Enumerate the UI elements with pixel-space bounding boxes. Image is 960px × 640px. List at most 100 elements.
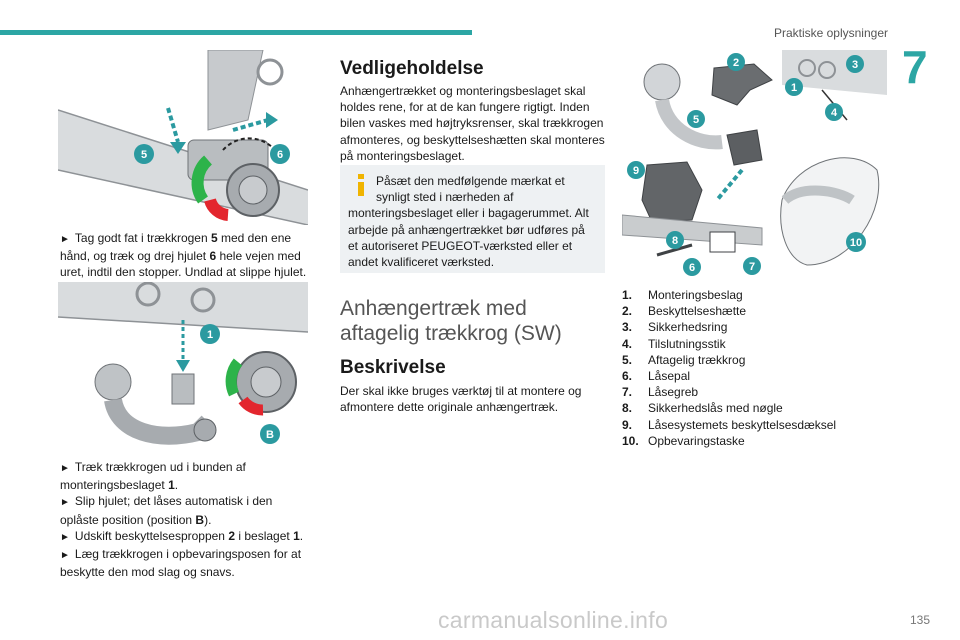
- legend-item: 3. Sikkerhedsring: [622, 319, 892, 335]
- text: Læg trækkrogen i opbevaringsposen for at…: [60, 547, 302, 580]
- legend-label: Låsegreb: [648, 385, 699, 400]
- chapter-number: 7: [902, 41, 928, 93]
- legend-number: 4.: [622, 336, 633, 351]
- triangle-bullet-icon: ►: [60, 550, 70, 562]
- legend-label: Monteringsbeslag: [648, 288, 743, 302]
- marker-1: [785, 78, 803, 96]
- note-text-1: Påsæt den medfølgende mærkat et synligt …: [376, 174, 565, 205]
- instruction-2: ►Træk trækkrogen ud i bunden af monterin…: [60, 459, 308, 580]
- legend-label: Sikkerhedsring: [648, 320, 728, 335]
- heading-maintenance: Vedligeholdelse: [340, 58, 484, 79]
- page-number: 135: [909, 613, 930, 627]
- note-text-2: monteringsbeslaget eller i bagagerummet.…: [348, 206, 589, 270]
- legend-item: 6. Låsepal: [622, 368, 892, 384]
- triangle-bullet-icon: ►: [60, 497, 70, 509]
- text: Tag godt fat i trækkrogen: [74, 231, 211, 245]
- marker-5: [134, 144, 154, 164]
- text: .: [174, 478, 179, 493]
- legend-label: Tilslutningsstik: [648, 336, 726, 351]
- instruction-1: ► Tag godt fat i trækkrogen 5 med den ene…: [60, 230, 308, 281]
- legend-number: 10.: [622, 433, 639, 448]
- legend-label: Låsesystemets beskyttelsesdæksel: [648, 417, 837, 432]
- legend-number: 9.: [622, 417, 633, 432]
- ref-5: 5: [210, 231, 218, 245]
- legend-number: 7.: [622, 385, 633, 400]
- marker-5: [687, 110, 705, 128]
- note-box: Påsæt den medfølgende mærkat et synligt …: [340, 165, 605, 273]
- heading-towbar: Anhængertræk med aftagelig trækkrog (SW): [340, 297, 562, 345]
- text: hele vejen med uret, indtil den stopper.…: [60, 249, 307, 280]
- legend-item: 7. Låsegreb: [622, 384, 892, 400]
- description-text: Der skal ikke bruges værktøj til at mont…: [340, 384, 582, 415]
- maintenance-text: Anhængertrækket og monteringsbeslaget sk…: [340, 84, 605, 163]
- legend-item: 1. Monteringsbeslag: [622, 287, 892, 303]
- legend-number: 8.: [622, 401, 633, 416]
- legend-number: 6.: [622, 369, 633, 384]
- legend-label: Låsepal: [648, 369, 691, 384]
- marker-4-label: 4: [831, 107, 838, 119]
- ref-6: 6: [209, 249, 217, 264]
- marker-3: [846, 55, 864, 73]
- marker-8: [666, 231, 684, 249]
- marker-1: [200, 324, 220, 344]
- marker-1-label: 1: [791, 82, 797, 94]
- text: Udskift beskyttelsesproppen: [74, 528, 229, 543]
- marker-6: [683, 258, 701, 276]
- legend-number: 2.: [622, 304, 633, 319]
- legend-label: Beskyttelseshætte: [648, 304, 747, 319]
- info-icon: [352, 174, 370, 196]
- text: ).: [204, 512, 212, 527]
- legend-item: 10. Opbevaringstaske: [622, 433, 892, 449]
- ref-b: B: [195, 512, 205, 527]
- text: Træk trækkrogen ud i bunden af montering…: [60, 460, 246, 493]
- triangle-bullet-icon: ►: [60, 463, 70, 474]
- legend-item: 5. Aftagelig trækkrog: [622, 352, 892, 368]
- ref-1: 1: [293, 528, 300, 543]
- figure-wheel-turn: 5 6: [58, 50, 308, 225]
- marker-4: [825, 103, 843, 121]
- marker-7: [743, 257, 761, 275]
- legend-label: Sikkerhedslås med nøgle: [648, 401, 783, 416]
- header-accent-bar: [0, 30, 472, 35]
- marker-3-label: 3: [852, 59, 858, 71]
- marker-2-label: 2: [733, 57, 739, 69]
- marker-6: [270, 144, 290, 164]
- marker-6-label: 6: [277, 149, 283, 161]
- text: med den ene hånd, og træk og drej hjulet: [60, 231, 292, 264]
- watermark: carmanualsonline.info: [438, 607, 669, 633]
- running-head: Praktiske oplysninger: [773, 26, 888, 40]
- marker-7-label: 7: [749, 261, 755, 273]
- marker-1-label: 1: [207, 329, 213, 341]
- figure-towbar-components: 2 1 3 4 5 6 7 8 9 10: [622, 50, 887, 278]
- marker-b-label: B: [266, 429, 274, 441]
- marker-5-label: 5: [693, 114, 699, 126]
- legend-label: Opbevaringstaske: [648, 433, 745, 448]
- legend-item: 8. Sikkerhedslås med nøgle: [622, 400, 892, 416]
- heading-description: Beskrivelse: [340, 357, 446, 378]
- marker-10-label: 10: [850, 237, 862, 249]
- triangle-bullet-icon: ►: [60, 531, 70, 543]
- text: Slip hjulet; det låses automatisk i den …: [60, 494, 273, 527]
- ref-2: 2: [228, 528, 236, 543]
- component-legend: 1. Monteringsbeslag 2. Beskyttelseshætte 3. S…: [622, 287, 892, 449]
- figure-hook-removal: 1 B: [58, 282, 308, 454]
- legend-item: 9. Låsesystemets beskyttelsesdæksel: [622, 417, 892, 433]
- legend-item: 2. Beskyttelseshætte: [622, 303, 892, 319]
- marker-10: [846, 232, 866, 252]
- legend-number: 1.: [622, 288, 633, 302]
- marker-8-label: 8: [672, 235, 678, 247]
- marker-6-label: 6: [689, 262, 695, 274]
- marker-9: [627, 161, 645, 179]
- marker-b: [260, 424, 280, 444]
- marker-5-label: 5: [141, 149, 147, 161]
- legend-item: 4. Tilslutningsstik: [622, 336, 892, 352]
- legend-label: Aftagelig trækkrog: [648, 352, 746, 367]
- text: .: [299, 528, 304, 543]
- ref-1: 1: [168, 478, 175, 493]
- text: i beslaget: [235, 528, 294, 543]
- marker-9-label: 9: [633, 165, 639, 177]
- marker-2: [727, 53, 745, 71]
- legend-number: 3.: [622, 320, 633, 335]
- triangle-bullet-icon: ►: [60, 234, 70, 245]
- legend-number: 5.: [622, 352, 633, 367]
